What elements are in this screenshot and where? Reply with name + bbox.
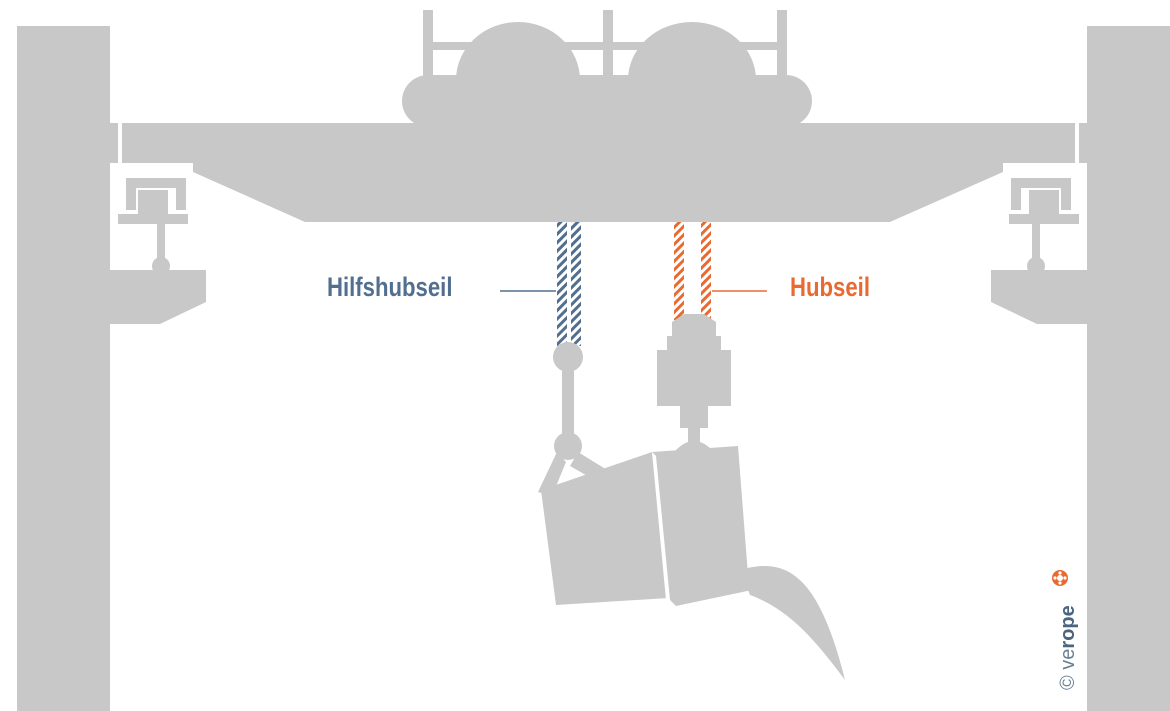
rope-strand-icon	[1052, 570, 1068, 586]
brand-name: rope	[1057, 605, 1079, 649]
copyright-notice: © verope	[1057, 605, 1079, 690]
trolley	[402, 10, 812, 127]
main-rope	[674, 222, 711, 320]
auxiliary-rope	[557, 222, 581, 346]
ladle	[541, 446, 845, 680]
left-column	[17, 26, 206, 711]
right-column	[991, 26, 1170, 711]
brand-prefix: ve	[1057, 648, 1079, 670]
auxiliary-rope-label: Hilfshubseil	[327, 272, 453, 302]
ladle-lip-gap	[652, 452, 670, 600]
bridge-girder	[193, 123, 1003, 222]
copyright-symbol: ©	[1057, 675, 1079, 690]
main-rope-label: Hubseil	[790, 272, 870, 302]
